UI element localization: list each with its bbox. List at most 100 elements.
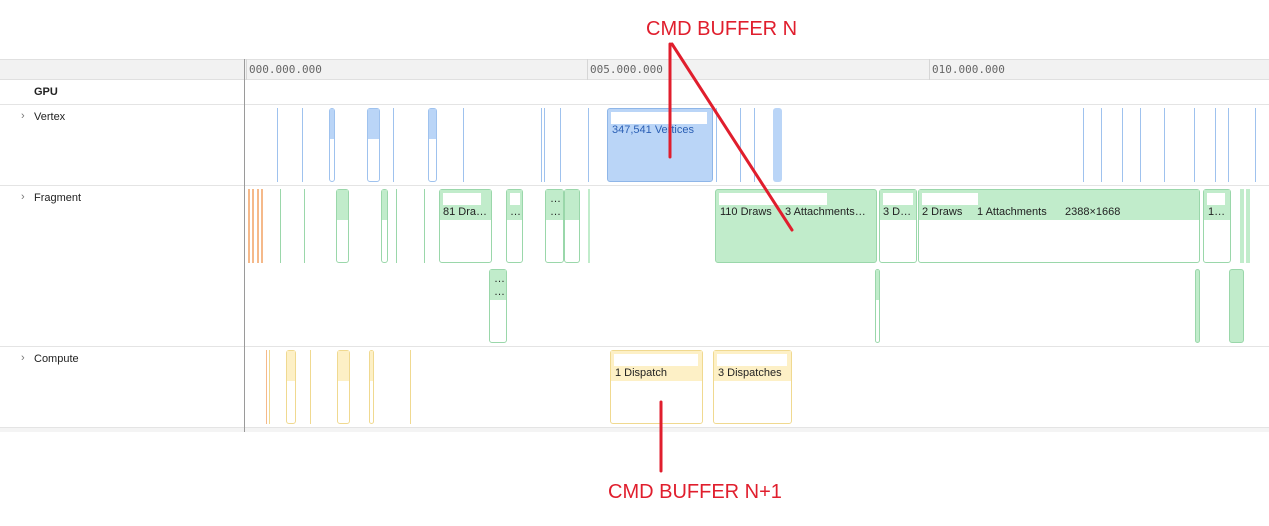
vertex-encoder-thin[interactable] [1215, 108, 1216, 182]
vertex-encoder-thin[interactable] [1122, 108, 1123, 182]
tick-label: 000.000.000 [249, 63, 322, 76]
vertex-encoder[interactable] [428, 108, 437, 182]
fragment-encoder[interactable] [336, 189, 349, 263]
fragment-encoder[interactable]: 2 Draws 1 Attachments 2388×1668 [918, 189, 1200, 263]
fragment-encoder[interactable] [564, 189, 580, 263]
fragment-encoder[interactable]: 3 D… [879, 189, 917, 263]
encoder-title-pad [883, 193, 913, 205]
chevron-right-icon[interactable]: › [21, 191, 25, 203]
compute-encoder[interactable] [337, 350, 350, 424]
track-divider[interactable] [244, 59, 245, 432]
fragment-encoder-label: … [510, 206, 521, 218]
vertex-encoder-thin[interactable] [277, 108, 278, 182]
fragment-encoder-label: … [550, 193, 561, 205]
compute-encoder-thin[interactable] [310, 350, 311, 424]
fragment-encoder-thin[interactable] [588, 189, 590, 263]
vertex-encoder-main[interactable]: 347,541 Vertices [607, 108, 713, 182]
vertex-encoder-thin[interactable] [393, 108, 394, 182]
fragment-draws-label: 110 Draws [720, 206, 772, 218]
fragment-encoder-thin[interactable] [304, 189, 305, 263]
compute-encoder[interactable] [369, 350, 374, 424]
fragment-encoder-thin[interactable] [248, 189, 250, 263]
fragment-encoder-thin[interactable] [261, 189, 263, 263]
vertex-encoder-thin[interactable] [1194, 108, 1195, 182]
fragment-encoder[interactable] [875, 269, 880, 343]
fragment-encoder[interactable]: 81 Dra… [439, 189, 492, 263]
fragment-encoder-label: … [550, 206, 561, 218]
fragment-encoder[interactable]: … … [545, 189, 564, 263]
vertex-encoder-thin[interactable] [1140, 108, 1141, 182]
vertex-encoder-thin[interactable] [1164, 108, 1165, 182]
fragment-attachments-label: 1 Attachments [977, 206, 1047, 218]
vertex-encoder-thin[interactable] [463, 108, 464, 182]
fragment-encoder[interactable] [381, 189, 388, 263]
compute-encoder-thin[interactable] [266, 350, 267, 424]
fragment-size-label: 2388×1668 [1065, 206, 1121, 218]
tick-label: 010.000.000 [932, 63, 1005, 76]
vertex-encoder-thin[interactable] [754, 108, 755, 182]
vertex-encoder[interactable] [329, 108, 335, 182]
vertex-encoder-thin[interactable] [560, 108, 561, 182]
vertex-encoder-thin[interactable] [716, 108, 717, 182]
encoder-title-pad [443, 193, 481, 205]
compute-encoder-thin[interactable] [410, 350, 411, 424]
tick-label: 005.000.000 [590, 63, 663, 76]
fragment-encoder-label: … [494, 286, 505, 298]
chevron-right-icon[interactable]: › [21, 110, 25, 122]
fragment-encoder[interactable]: … [506, 189, 523, 263]
vertex-encoder-thin[interactable] [1083, 108, 1084, 182]
time-ruler[interactable] [0, 59, 1269, 80]
fragment-encoder[interactable]: 1… [1203, 189, 1231, 263]
fragment-encoder-thin[interactable] [396, 189, 397, 263]
vertex-encoder-thin[interactable] [588, 108, 589, 182]
fragment-encoder-label: 81 Dra… [443, 206, 488, 218]
vertex-encoder-thin[interactable] [740, 108, 741, 182]
gpu-label: GPU [34, 86, 58, 98]
tick-line [246, 59, 247, 80]
compute-encoder[interactable] [286, 350, 296, 424]
vertex-encoder-thin[interactable] [541, 108, 542, 182]
fragment-encoder-thin[interactable] [280, 189, 281, 263]
fragment-encoder-cmd-buffer-n[interactable]: 110 Draws 3 Attachments… [715, 189, 877, 263]
encoder-title-pad [719, 193, 827, 205]
fragment-encoder-thin[interactable] [257, 189, 259, 263]
row-label-fragment[interactable]: Fragment [34, 192, 82, 204]
fragment-encoder-label: 1… [1208, 206, 1226, 218]
fragment-encoder-thin[interactable] [424, 189, 425, 263]
encoder-title-pad [922, 193, 978, 205]
tick-line [929, 59, 930, 80]
bottom-band [0, 428, 1269, 432]
encoder-title-pad [510, 193, 520, 205]
fragment-attachments-label: 3 Attachments… [785, 206, 866, 218]
vertex-encoder-thin[interactable] [544, 108, 545, 182]
fragment-encoder-thin[interactable] [252, 189, 254, 263]
fragment-draws-label: 2 Draws [922, 206, 963, 218]
vertex-encoder-thin[interactable] [302, 108, 303, 182]
fragment-encoder-thin[interactable] [1246, 189, 1250, 263]
vertex-encoder[interactable] [773, 108, 782, 182]
vertex-encoder-thin[interactable] [1255, 108, 1256, 182]
compute-encoder-cmd-buffer-n1[interactable]: 1 Dispatch [610, 350, 703, 424]
row-label-compute[interactable]: Compute [34, 353, 79, 365]
fragment-encoder[interactable] [1229, 269, 1244, 343]
row-separator [0, 346, 1269, 347]
compute-dispatch-label: 3 Dispatches [718, 367, 782, 379]
fragment-encoder[interactable]: … … [489, 269, 507, 343]
fragment-encoder[interactable] [1195, 269, 1200, 343]
vertex-encoder-thin[interactable] [1228, 108, 1229, 182]
fragment-encoder-thin[interactable] [1240, 189, 1244, 263]
chevron-right-icon[interactable]: › [21, 352, 25, 364]
vertex-encoder-thin[interactable] [1101, 108, 1102, 182]
compute-dispatch-label: 1 Dispatch [615, 367, 667, 379]
encoder-title-pad [717, 354, 787, 366]
fragment-encoder-label: … [494, 273, 505, 285]
compute-encoder-thin[interactable] [269, 350, 270, 424]
encoder-title-pad [611, 112, 707, 124]
encoder-title-pad [1207, 193, 1225, 205]
row-label-vertex[interactable]: Vertex [34, 111, 66, 123]
compute-encoder[interactable]: 3 Dispatches [713, 350, 792, 424]
fragment-encoder-label: 3 D… [883, 206, 912, 218]
vertex-encoder[interactable] [367, 108, 380, 182]
tick-line [587, 59, 588, 80]
vertex-count-label: 347,541 Vertices [612, 124, 694, 136]
